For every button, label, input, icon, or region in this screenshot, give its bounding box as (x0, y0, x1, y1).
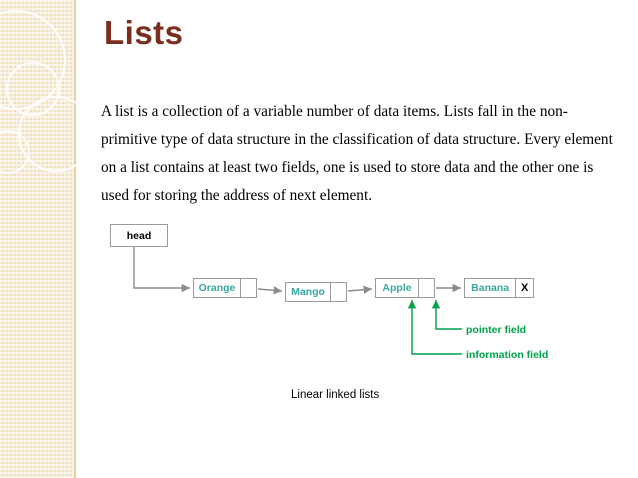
list-node-1: Orange (193, 278, 257, 298)
page-title: Lists (104, 14, 184, 51)
node-null-marker: X (515, 279, 533, 297)
node-pointer-2 (330, 283, 346, 301)
list-node-3: Apple (375, 278, 435, 298)
node-pointer-3 (418, 279, 434, 297)
arrow-node2-to-node3 (347, 285, 373, 294)
leader-pointer-field (431, 300, 462, 330)
leader-information-field (407, 300, 462, 355)
band-edge-divider (74, 0, 76, 478)
annotation-information-field: information field (466, 349, 549, 361)
node-data-3: Apple (382, 282, 412, 294)
decorative-circle-3 (18, 96, 94, 172)
list-node-2: Mango (285, 282, 347, 302)
head-label: head (126, 229, 152, 242)
node-data-2: Mango (291, 286, 325, 298)
node-data-1: Orange (198, 282, 236, 294)
list-node-4: Banana X (464, 278, 534, 298)
node-pointer-1 (240, 279, 256, 297)
body-paragraph: A list is a collection of a variable num… (101, 103, 613, 204)
arrow-head-to-node1 (133, 247, 190, 293)
arrow-node1-to-node2 (257, 286, 283, 295)
diagram-caption: Linear linked lists (291, 389, 380, 401)
head-box: head (110, 224, 168, 247)
node-data-4: Banana (471, 282, 510, 294)
annotation-pointer-field: pointer field (466, 324, 527, 336)
